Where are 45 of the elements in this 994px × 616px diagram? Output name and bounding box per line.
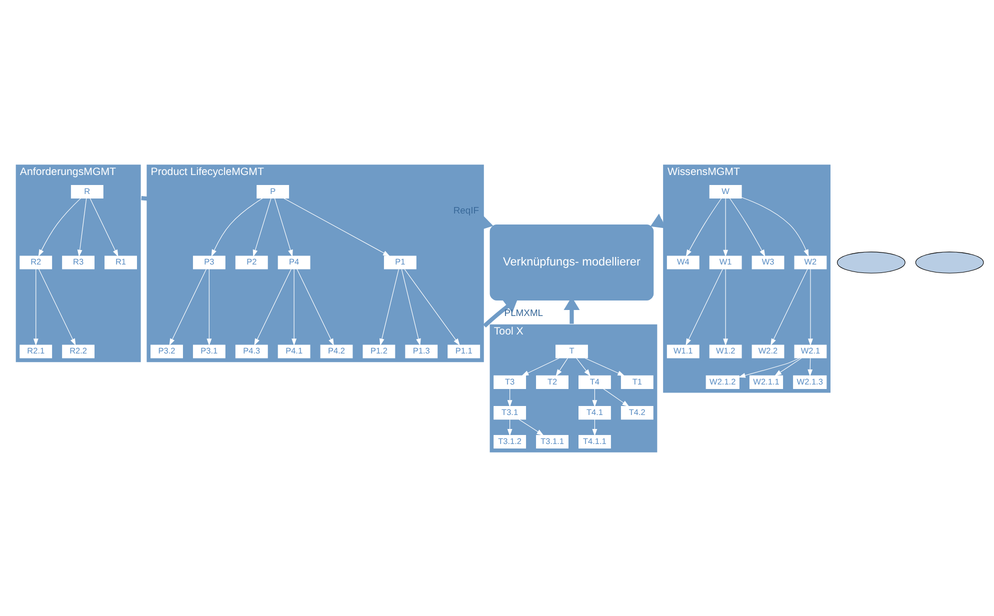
arrow [90, 198, 118, 256]
arrow [38, 198, 81, 256]
arrow [38, 268, 76, 346]
arrow [169, 268, 207, 346]
arrow [141, 196, 494, 230]
arrow [274, 198, 293, 256]
arrow [592, 388, 598, 407]
arrow [292, 268, 297, 346]
arrow [33, 268, 38, 346]
arrow [404, 268, 460, 346]
arrow [556, 357, 568, 376]
arrow [522, 357, 560, 376]
arrow [603, 388, 630, 406]
arrow [770, 268, 808, 346]
arrow [518, 418, 544, 436]
arrow [206, 268, 212, 346]
arrow [507, 388, 512, 407]
arrow [584, 357, 625, 376]
arrow [252, 198, 272, 256]
arrow [77, 198, 87, 256]
arrow [723, 198, 728, 256]
arrow [774, 357, 802, 376]
arrow [592, 418, 598, 436]
arrow [379, 268, 400, 346]
arrow [283, 198, 390, 256]
arrow [808, 268, 813, 346]
arrow [723, 268, 728, 346]
edge-label: PLMXML [504, 306, 544, 318]
arrow [507, 418, 512, 436]
arrow [483, 298, 518, 328]
arrow [254, 268, 292, 346]
arrow [296, 268, 334, 346]
arrow [730, 198, 766, 256]
arrow [401, 268, 421, 346]
arrow [576, 357, 591, 376]
arrow [741, 196, 809, 256]
arrow [738, 357, 800, 378]
arrow [211, 198, 263, 256]
node-ellipse [915, 251, 984, 273]
arrow [686, 268, 723, 346]
arrow [686, 198, 722, 256]
arrow [650, 213, 666, 228]
node-box: Verknüpfungs- modellierer [489, 223, 654, 301]
arrow [808, 357, 813, 376]
node-ellipse [837, 251, 906, 273]
